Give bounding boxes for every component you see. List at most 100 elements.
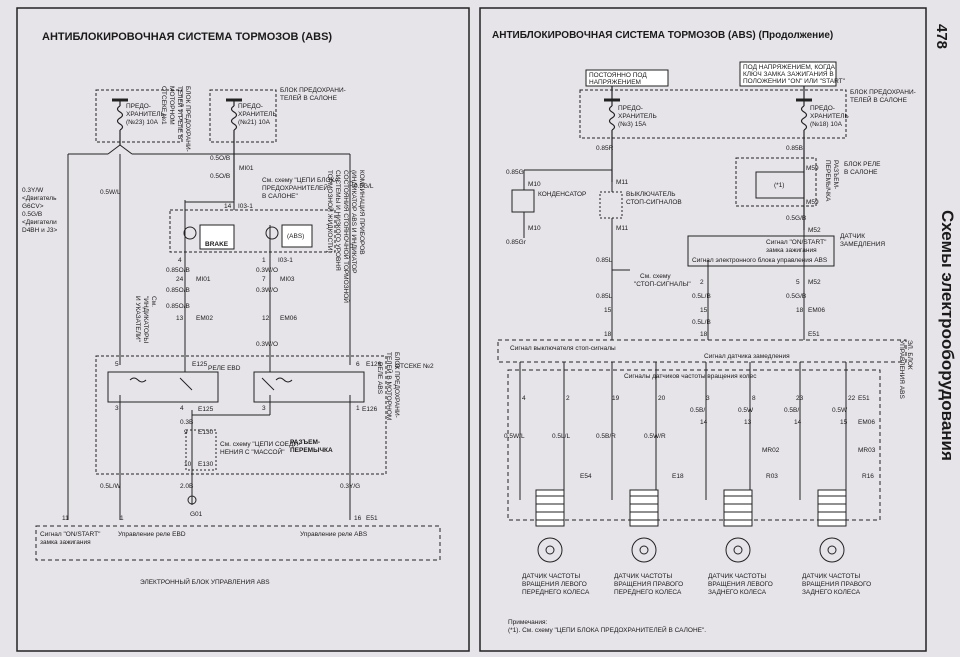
sensor-fl-icon: [535, 489, 565, 563]
always-on-l1: ПОСТОЯННО ПОД: [589, 72, 647, 79]
fuse-box-cabin-outline: [209, 89, 277, 143]
see-indicators-2: "ИНДИКАТОРЫ: [142, 296, 149, 343]
star1: (*1): [774, 182, 784, 189]
fuse-box-engine-outline: [95, 89, 183, 143]
pin-3: 3: [115, 405, 119, 412]
w-03wo: 0.3W/O: [256, 267, 278, 274]
decel-l1: ДАТЧИК: [840, 233, 865, 240]
conn-i03-1b: I03-1: [278, 257, 293, 264]
wheel-pin-7: 22: [848, 395, 856, 402]
fuse18-l1: ПРЕДО-: [810, 105, 835, 112]
e51-r: E51: [808, 331, 820, 338]
e18: E18: [672, 473, 684, 480]
fuse-box-engine-l1: БЛОК ПРЕДОХРАНИ-: [184, 86, 191, 152]
w-05lw: 0.5L/W: [100, 483, 121, 490]
cluster-l2: (ИНДИКАТОР ABS И ИНДИКАТОР: [350, 170, 357, 274]
e51-wheel: E51: [858, 395, 870, 402]
wheel-wire-6: 0.5B/: [784, 407, 799, 414]
e130: E130: [198, 429, 214, 436]
sensor-fl-l3: ПЕРЕДНЕГО КОЛЕСА: [522, 589, 590, 596]
stop-switch-symbol: [599, 191, 623, 219]
w-05lb: 0.5L/B: [692, 293, 711, 300]
see-stop-l2: "СТОП-СИГНАЛЫ": [634, 281, 691, 288]
ebd-relay-ctrl: Управление реле EBD: [118, 531, 186, 538]
cluster-l1: КОМБИНАЦИЯ ПРИБОРОВ: [358, 170, 365, 255]
w-085b: 0.85B: [786, 145, 803, 152]
wheel-pin-6: 23: [796, 395, 804, 402]
engine-note-2: <Двигатель: [22, 195, 57, 202]
fuse-box-engine-l4: ОТСЕКЕ №1: [160, 86, 167, 125]
conn-i03-1: I03-1: [238, 203, 253, 210]
w-05lb2: 0.5L/B: [692, 319, 711, 326]
instrument-cluster-outline: [169, 209, 336, 253]
signal-wheel: Сигналы датчиков частоты вращения колес: [624, 373, 757, 380]
fuse23-l1: ПРЕДО-: [126, 103, 151, 110]
m10b: M10: [528, 225, 541, 232]
ecu-vert-l2: УПРАВЛЕНИЯ ABS: [898, 340, 905, 399]
pin-14: 14: [224, 203, 232, 210]
pin-4b: 4: [180, 405, 184, 412]
pin-r15b: 15: [604, 307, 612, 314]
jumper-rel-l1: РАЗЪЕМ-: [832, 160, 839, 189]
relay-contacts: [129, 377, 293, 391]
fuse-box-cabin-l2: ТЕЛЕЙ В САЛОНЕ: [280, 93, 338, 102]
wheel-mid-pin-0: 14: [700, 419, 708, 426]
see-fuse-l3: В САЛОНЕ": [262, 193, 299, 200]
pin-5: 5: [115, 361, 119, 368]
signal-decel: Сигнал датчика замедления: [704, 353, 790, 360]
w-05gb2: 0.5G/B: [786, 293, 806, 300]
pin-6: 6: [356, 361, 360, 368]
e51: E51: [366, 515, 378, 522]
w-085ob-3: 0.85O/B: [166, 303, 190, 310]
right-fuse-box-l1: БЛОК ПРЕДОХРАНИ-: [850, 89, 916, 96]
wheel-pin-2: 19: [612, 395, 620, 402]
fuse3-l1: ПРЕДО-: [618, 105, 643, 112]
relay-box-l1: БЛОК РЕЛЕ: [844, 161, 881, 168]
sensor-rl-l2: ВРАЩЕНИЯ ЛЕВОГО: [708, 581, 773, 588]
wire-05wl: 0.5W/L: [100, 189, 121, 196]
brake-lamp-icon: [183, 226, 197, 240]
w-085gr: 0.85Gr: [506, 239, 527, 246]
sensor-rr-l2: ВРАЩЕНИЯ ПРАВОГО: [802, 581, 871, 588]
w-085g: 0.85G: [506, 169, 524, 176]
jumper-l1: РАЗЪЕМ-: [290, 439, 320, 446]
fuse-box-2-l1: БЛОК ПРЕДОХРАНИ-: [393, 352, 400, 418]
r16: R16: [862, 473, 874, 480]
conn-mi03: MI03: [280, 276, 295, 283]
pin-24: 24: [176, 276, 184, 283]
stop-switch-l1: ВЫКЛЮЧАТЕЛЬ: [626, 191, 676, 198]
e130b: E130: [198, 461, 214, 468]
fuse-box-cabin-l1: БЛОК ПРЕДОХРАНИ-: [280, 87, 346, 94]
m11: M11: [616, 179, 629, 186]
pin-13: 13: [176, 315, 184, 322]
wheel-pin-1: 2: [566, 395, 570, 402]
conn-em02: EM02: [196, 315, 213, 322]
fuse-3-symbol: [604, 86, 620, 182]
cluster-l5: ТОРМОЗНОЙ ЖИДКОСТИ): [326, 170, 335, 253]
right-title: АНТИБЛОКИРОВОЧНАЯ СИСТЕМА ТОРМОЗОВ (ABS)…: [492, 30, 833, 41]
pin-3b: 3: [262, 405, 266, 412]
signal-on-start-r2: замка зажигания: [766, 247, 817, 254]
wheel-pin-4: 3: [706, 395, 710, 402]
m52: M52: [808, 227, 821, 234]
see-indicators-3: И УКАЗАТЕЛИ": [134, 296, 141, 343]
fuse3-l2: ХРАНИТЕЛЬ: [618, 113, 657, 120]
engine-note-1: 0.3Y/W: [22, 187, 44, 194]
fuse18-l3: (№18) 10А: [810, 121, 843, 128]
ign-on-l1: ПОД НАПРЯЖЕНИЕМ, КОГДА: [743, 64, 836, 71]
decel-sensor-box: [687, 235, 835, 267]
decel-l2: ЗАМЕДЛЕНИЯ: [840, 241, 885, 248]
wheel-wire-5: 0.5W: [738, 407, 754, 414]
engine-note-6: D4BH и J3>: [22, 227, 57, 234]
signal-on-start-r1: Сигнал "ON/START": [766, 239, 827, 246]
abs-lamp-icon: [265, 226, 279, 240]
e126b: E126: [362, 406, 378, 413]
signal-ecu: Сигнал электронного блока управления ABS: [692, 256, 828, 264]
wheel-wire-1: 0.5L/L: [552, 433, 570, 440]
m59b: M59: [806, 199, 819, 206]
note-1: (*1). См. схему "ЦЕПИ БЛОКА ПРЕДОХРАНИТЕ…: [508, 625, 706, 634]
pin-1c: 1: [120, 515, 124, 522]
see-indicators-1: См.: [150, 296, 157, 307]
m59: M59: [806, 165, 819, 172]
